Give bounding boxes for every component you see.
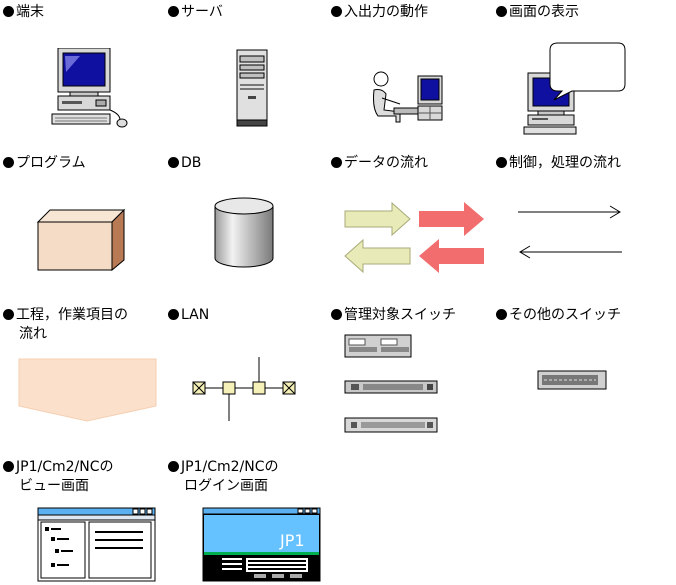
bullet-icon [3, 6, 14, 17]
managed-switch-medium-icon [344, 380, 438, 394]
bullet-icon [496, 309, 507, 320]
legend-view-screen-label: JP1/Cm2/NCの [3, 458, 113, 477]
server-icon [236, 49, 268, 127]
lan-diagram-icon [192, 357, 296, 421]
legend-server-label: サーバ [168, 3, 223, 22]
data-flow-arrows-icon [344, 201, 411, 274]
legend-login-screen-label: JP1/Cm2/NCの [168, 458, 278, 477]
bullet-icon [3, 461, 14, 472]
bullet-icon [496, 6, 507, 17]
login-screen-thumbnail-icon [202, 507, 321, 582]
bullet-icon [331, 157, 342, 168]
bullet-icon [168, 461, 179, 472]
program-box-icon [36, 208, 126, 272]
legend-login-screen-label-2: ログイン画面 [184, 478, 268, 494]
legend-program-label: プログラム [3, 154, 86, 173]
other-switch-icon [537, 370, 607, 390]
jp1-logo-text: JP1 [280, 531, 305, 550]
bullet-icon [331, 6, 342, 17]
screen-display-icon [523, 42, 626, 135]
legend-view-screen-label-2: ビュー画面 [19, 478, 89, 494]
managed-switch-large-icon [344, 334, 412, 358]
legend-process-flow-label-2: 流れ [19, 326, 47, 342]
bullet-icon [168, 309, 179, 320]
legend-data-flow-label: データの流れ [331, 154, 428, 173]
bullet-icon [3, 157, 14, 168]
legend-lan-label: LAN [168, 306, 209, 325]
legend-terminal-label: 端末 [3, 3, 44, 22]
bullet-icon [331, 309, 342, 320]
legend-io-label: 入出力の動作 [331, 3, 428, 22]
database-cylinder-icon [214, 197, 274, 268]
managed-switch-small-icon [344, 417, 438, 433]
bullet-icon [496, 157, 507, 168]
process-flow-shape-icon [18, 358, 157, 422]
view-screen-thumbnail-icon [37, 507, 156, 582]
legend-other-switch-label: その他のスイッチ [496, 306, 621, 325]
bullet-icon [168, 157, 179, 168]
control-flow-arrows-icon [419, 202, 484, 273]
process-flow-arrows-icon [518, 205, 622, 259]
person-at-computer-icon [373, 71, 443, 123]
bullet-icon [3, 309, 14, 320]
legend-screen-label: 画面の表示 [496, 3, 579, 22]
legend-db-label: DB [168, 154, 201, 173]
legend-process-flow-label: 工程，作業項目の [3, 306, 128, 325]
legend-control-flow-label: 制御，処理の流れ [496, 154, 621, 173]
bullet-icon [168, 6, 179, 17]
legend-managed-switch-label: 管理対象スイッチ [331, 306, 456, 325]
terminal-icon [51, 48, 128, 128]
